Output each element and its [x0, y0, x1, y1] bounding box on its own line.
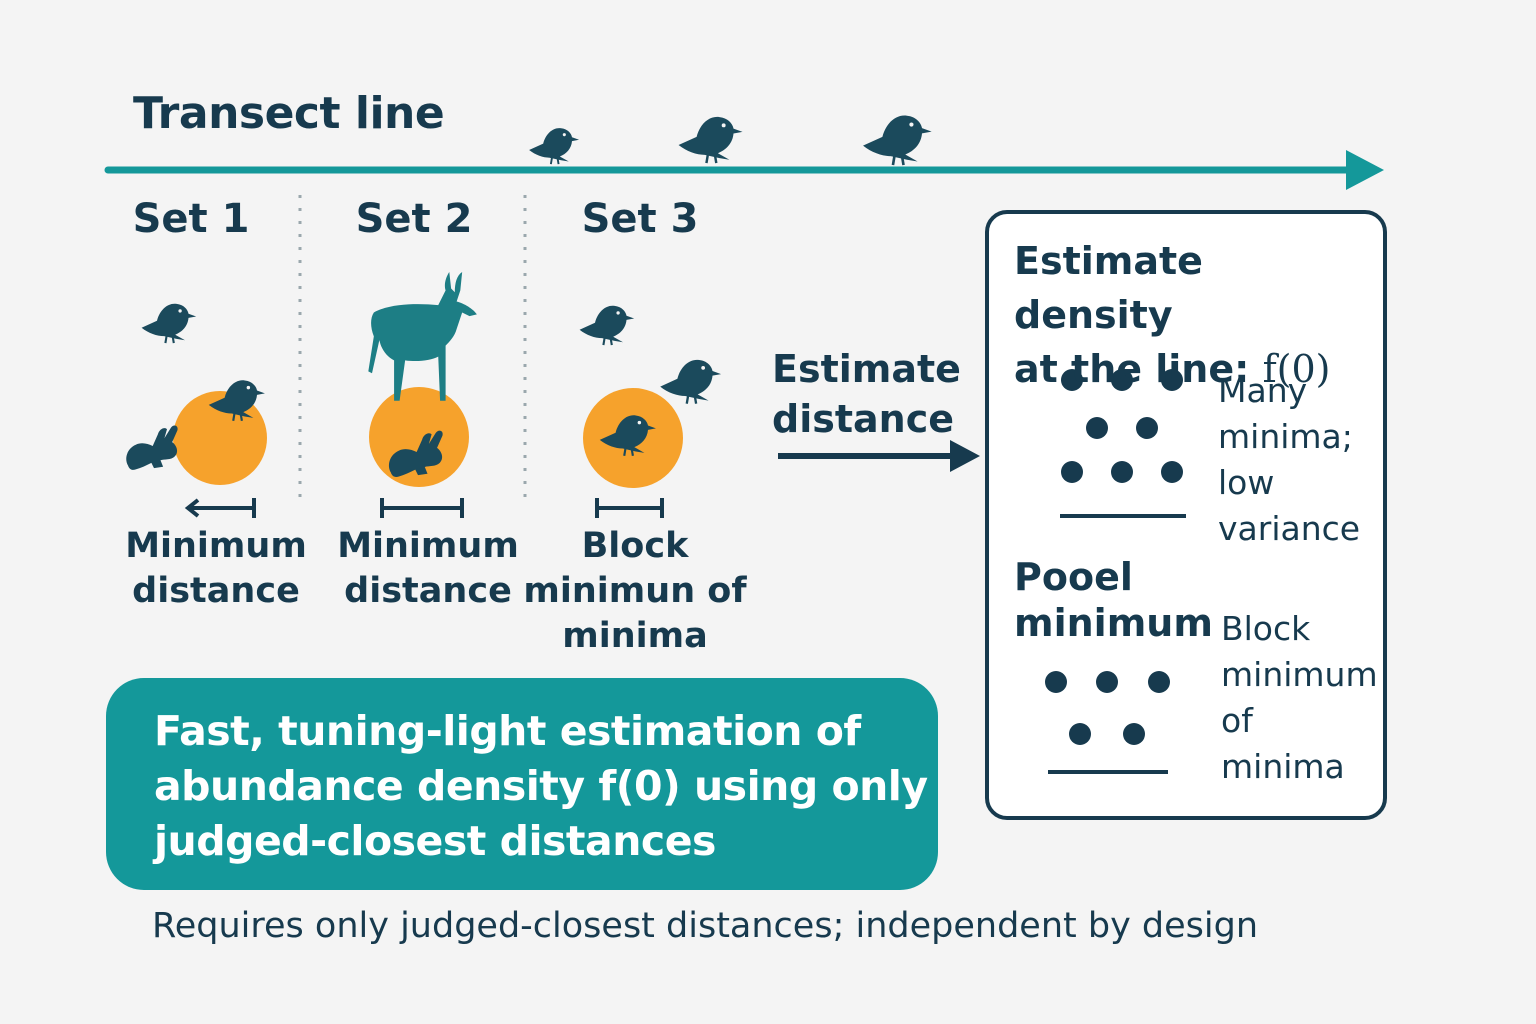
bird-icon — [578, 304, 636, 347]
bird-icon — [861, 114, 934, 167]
label-line: distance — [772, 397, 955, 441]
pooled-minimum-dots — [1045, 671, 1170, 745]
caption-line: distance — [344, 571, 512, 611]
caption-line: distance — [132, 571, 300, 611]
set-2-title: Set 2 — [355, 196, 473, 242]
bird-icon — [528, 127, 581, 166]
caption-line: minima — [562, 616, 708, 656]
f0-math: f(0) — [1262, 347, 1331, 391]
transect-birds — [528, 114, 934, 167]
deer-icon — [368, 272, 477, 401]
many-minima-text: Many minima; low variance — [1218, 371, 1361, 548]
set-3-title: Set 3 — [581, 196, 699, 242]
set-2-caption: Minimum distance — [308, 524, 548, 614]
caption-line: Minimum — [337, 526, 519, 566]
footer-note: Requires only judged-closest distances; … — [152, 906, 1259, 946]
bird-icon — [140, 302, 198, 345]
many-minima-dots — [1061, 369, 1183, 483]
set-1-title: Set 1 — [132, 196, 250, 242]
caption-line: Block — [581, 526, 689, 566]
caption-line: Minimum — [125, 526, 307, 566]
summary-banner: Fast, tuning-light estimation of abundan… — [106, 678, 938, 890]
bird-icon — [677, 115, 744, 165]
banner-text: Fast, tuning-light estimation of abundan… — [154, 707, 928, 865]
bird-icon — [658, 358, 723, 406]
panel-title: Estimate density at the line: f(0) — [1014, 234, 1374, 396]
distance-indicators — [184, 498, 664, 518]
panel-title-line: at the line: f(0) — [1014, 347, 1331, 391]
set-1-caption: Minimum distance — [96, 524, 336, 614]
set-3-caption: Block minimun of minima — [510, 524, 760, 659]
pooled-minimum-title: Pooel minimum — [1014, 555, 1213, 645]
transect-line-label: Transect line — [133, 88, 445, 139]
panel-title-line: Estimate density — [1014, 239, 1203, 337]
label-line: Estimate — [772, 347, 961, 391]
rabbit-icon — [126, 425, 178, 470]
block-minimum-text: Block minimum of minima — [1221, 609, 1378, 786]
estimate-distance-label: Estimate distance — [772, 344, 962, 444]
caption-line: minimun of — [523, 571, 747, 611]
